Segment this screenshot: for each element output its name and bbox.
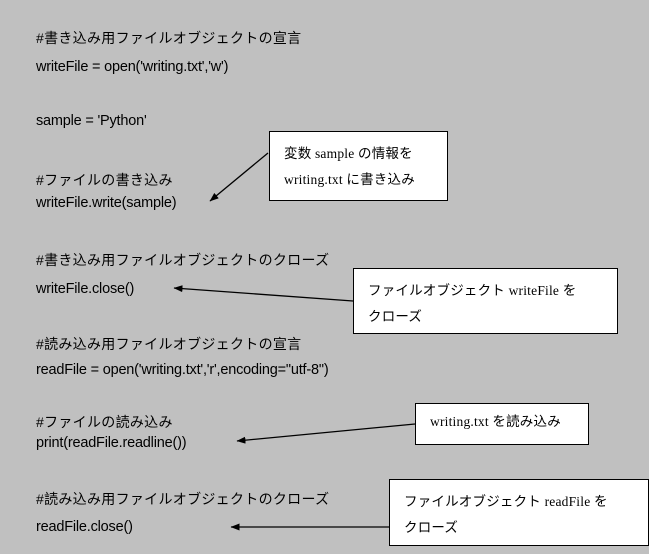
callout-close-readfile: ファイルオブジェクト readFile を クローズ [389,479,649,546]
code-line-writefile-write: writeFile.write(sample) [36,195,177,211]
callout-read-writing-line1: writing.txt を読み込み [430,414,561,429]
code-line-read-open: readFile = open('writing.txt','r',encodi… [36,362,329,378]
code-line-comment-write-close: #書き込み用ファイルオブジェクトのクローズ [36,252,330,268]
code-line-print-readline: print(readFile.readline()) [36,435,187,451]
callout-write-sample-line1: 変数 sample の情報を [284,146,413,161]
code-line-comment-file-read: #ファイルの読み込み [36,414,173,430]
callout-write-sample-line2: writing.txt に書き込み [284,172,415,187]
callout-read-writing: writing.txt を読み込み [415,403,589,445]
code-line-readfile-close: readFile.close() [36,519,133,535]
code-line-writefile-close: writeFile.close() [36,281,135,297]
callout-close-writefile-line2: クローズ [368,309,423,324]
callout-close-writefile-line1: ファイルオブジェクト writeFile を [368,283,577,298]
code-line-comment-file-write: #ファイルの書き込み [36,172,173,188]
code-line-comment-read-close: #読み込み用ファイルオブジェクトのクローズ [36,491,330,507]
callout-write-sample: 変数 sample の情報を writing.txt に書き込み [269,131,448,201]
callout-close-readfile-line1: ファイルオブジェクト readFile を [404,494,608,509]
code-line-write-open: writeFile = open('writing.txt','w') [36,59,229,75]
code-line-comment-read-declare: #読み込み用ファイルオブジェクトの宣言 [36,336,302,352]
code-line-comment-write-declare: #書き込み用ファイルオブジェクトの宣言 [36,30,302,46]
callout-close-writefile: ファイルオブジェクト writeFile を クローズ [353,268,618,334]
code-line-sample-assign: sample = 'Python' [36,113,147,129]
callout-close-readfile-line2: クローズ [404,520,459,535]
